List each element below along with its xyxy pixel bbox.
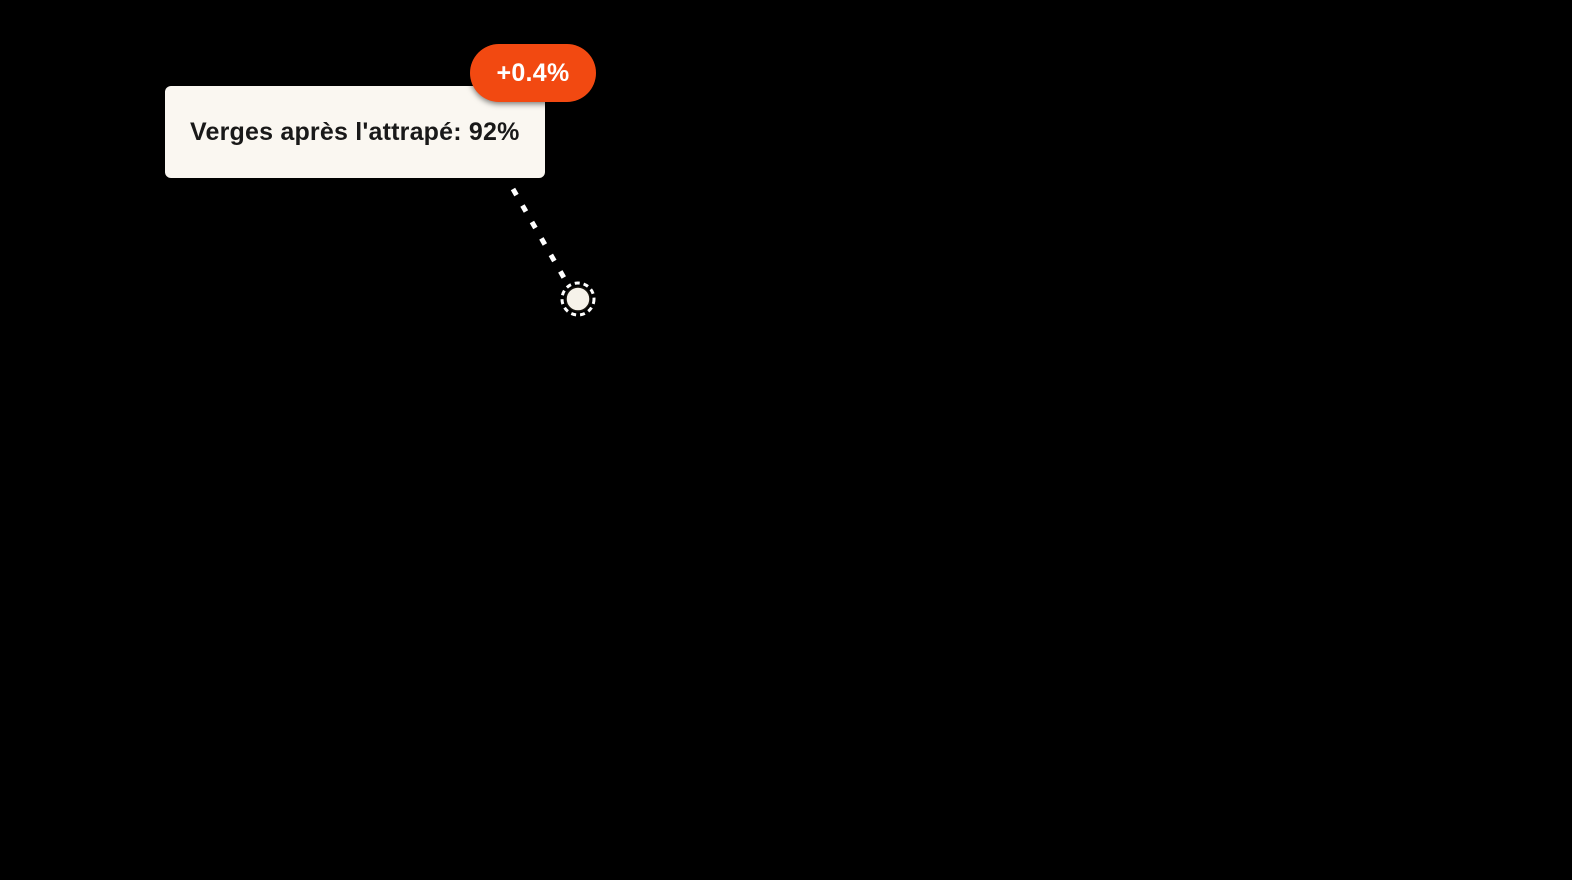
delta-badge-label: +0.4% bbox=[496, 58, 570, 87]
data-point-marker[interactable] bbox=[565, 286, 591, 312]
tooltip-connector-line bbox=[510, 187, 570, 285]
delta-badge: +0.4% bbox=[470, 44, 596, 102]
data-point-tooltip: Verges après l'attrapé: 92% bbox=[165, 86, 545, 178]
data-point-outer-ring bbox=[560, 281, 596, 317]
tooltip-label: Verges après l'attrapé: 92% bbox=[190, 117, 520, 146]
